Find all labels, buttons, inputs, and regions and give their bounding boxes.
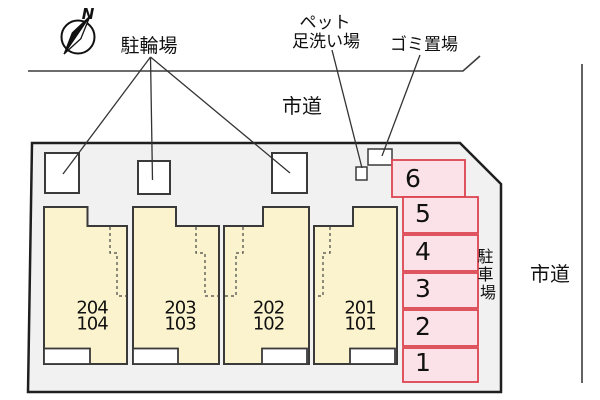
unit-201-label-lower: 101 bbox=[344, 314, 375, 335]
parking-space-6-number: 6 bbox=[405, 164, 421, 193]
road-edge-top bbox=[28, 55, 481, 72]
parking-space-4 bbox=[402, 234, 479, 272]
unit-201 bbox=[313, 206, 398, 365]
unit-203 bbox=[132, 206, 220, 365]
parking-space-2 bbox=[402, 309, 479, 347]
unit-204-label-lower: 104 bbox=[76, 314, 108, 335]
unit-202-dashed-partition bbox=[224, 227, 244, 297]
unit-202 bbox=[223, 206, 310, 365]
parking-space-4-number: 4 bbox=[415, 237, 431, 266]
building: 204 104 203 103 202 102 201 101 bbox=[43, 206, 398, 365]
unit-204-label-upper: 204 bbox=[76, 298, 108, 319]
unit-201-entrance bbox=[349, 347, 396, 365]
unit-202-label-upper: 202 bbox=[253, 298, 284, 319]
unit-202-label-lower: 102 bbox=[253, 314, 284, 335]
unit-201-label-upper: 201 bbox=[344, 298, 375, 319]
parking-space-6 bbox=[391, 159, 466, 198]
unit-203-label-upper: 203 bbox=[164, 298, 196, 319]
pet-wash-label-line2: 足洗い場 bbox=[292, 32, 360, 52]
pet-wash-label-line1: ペット bbox=[300, 13, 351, 33]
parking-area-label-char-2: 車 bbox=[477, 265, 493, 284]
compass-north-label: N bbox=[82, 5, 95, 23]
garbage-label: ゴミ置場 bbox=[390, 34, 458, 55]
unit-204-entrance bbox=[43, 347, 91, 365]
parking-space-5-number: 5 bbox=[415, 199, 431, 228]
unit-203-label-lower: 103 bbox=[164, 314, 196, 335]
compass: N bbox=[60, 5, 96, 55]
bicycle-parking-label: 駐輪場 bbox=[120, 35, 177, 57]
unit-204-dashed-partition bbox=[109, 227, 127, 297]
unit-202-entrance bbox=[261, 347, 308, 365]
parking-area-label: 駐 車 場 bbox=[477, 247, 498, 302]
garbage-square bbox=[367, 148, 393, 166]
parking-area: 6 5 4 3 2 1 駐 車 場 bbox=[391, 159, 498, 383]
parking-space-5 bbox=[402, 196, 479, 234]
parking-space-3-number: 3 bbox=[415, 274, 431, 303]
parking-area-label-char-3: 場 bbox=[480, 283, 496, 302]
leader-bicycle-1 bbox=[62, 56, 152, 175]
parking-space-1-number: 1 bbox=[415, 348, 431, 377]
leader-bicycle-2 bbox=[149, 56, 154, 181]
bicycle-square-2 bbox=[137, 160, 171, 195]
unit-204 bbox=[43, 206, 128, 365]
road-label-right: 市道 bbox=[530, 262, 570, 286]
parking-space-3 bbox=[402, 272, 479, 309]
parking-space-2-number: 2 bbox=[415, 312, 431, 341]
pet-wash-square bbox=[355, 166, 368, 181]
road-label-top: 市道 bbox=[282, 94, 322, 118]
leader-pet-wash bbox=[331, 49, 363, 169]
leader-garbage bbox=[381, 54, 421, 157]
leader-bicycle-3 bbox=[150, 56, 291, 174]
compass-needle-icon bbox=[63, 15, 91, 55]
unit-203-entrance bbox=[132, 347, 179, 365]
unit-201-dashed-partition bbox=[314, 227, 331, 297]
parking-area-label-char-1: 駐 bbox=[477, 247, 493, 266]
parking-space-1 bbox=[402, 347, 479, 383]
